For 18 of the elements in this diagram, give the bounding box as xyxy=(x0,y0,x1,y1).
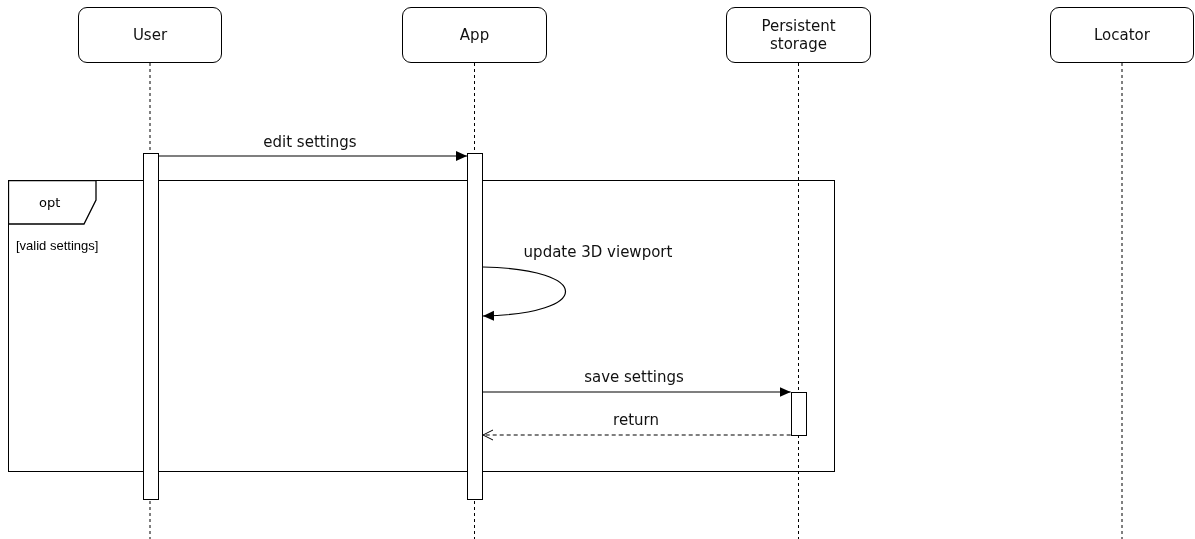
participant-box: Persistent storage xyxy=(726,7,871,63)
message-arrow xyxy=(158,151,468,161)
operator-label: opt xyxy=(39,195,61,210)
message-label: edit settings xyxy=(263,133,357,151)
guard-condition: [valid settings] xyxy=(16,238,99,253)
message-arrow xyxy=(482,266,567,321)
message-arrow xyxy=(482,387,792,397)
fragment-frame xyxy=(8,180,835,472)
message-label: save settings xyxy=(584,368,684,386)
participant-box: App xyxy=(402,7,547,63)
message-arrow xyxy=(482,429,792,441)
activation-bar xyxy=(467,153,483,500)
activation-bar xyxy=(143,153,159,500)
message-label: return xyxy=(613,411,659,429)
participant-box: Locator xyxy=(1050,7,1194,63)
participant-box: User xyxy=(78,7,222,63)
message-label: update 3D viewport xyxy=(523,243,673,261)
activation-bar xyxy=(790,391,807,436)
